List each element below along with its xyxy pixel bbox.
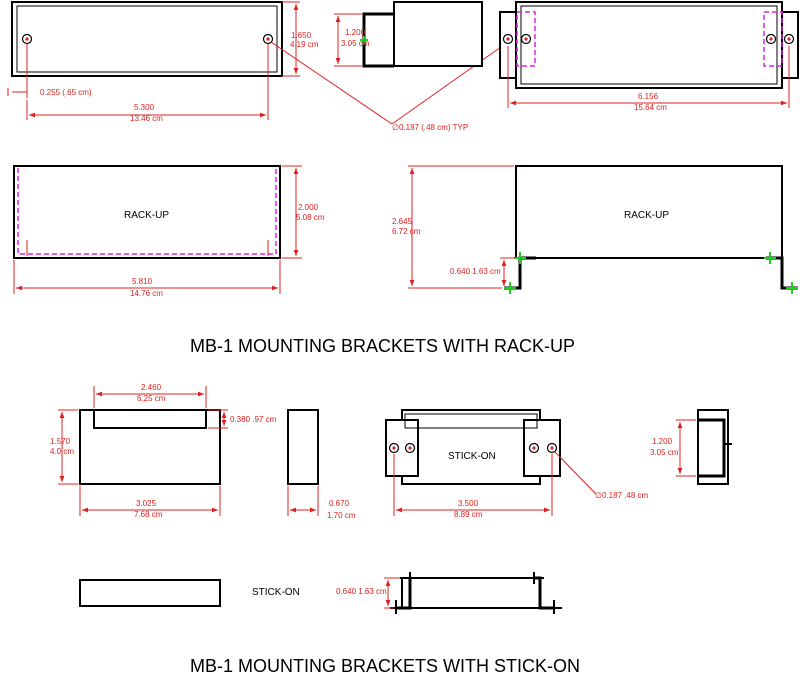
- stickon-notch: [93, 409, 207, 429]
- dim-front-width-cm: 14.76 cm: [130, 289, 163, 298]
- dim-overall-in: 6.156: [638, 92, 659, 101]
- dim-side-height-in: 2.645: [392, 217, 413, 226]
- dim-stick-end-in: 1.200: [652, 437, 673, 446]
- stickon-bracket-view: STICK-ON ∅0.187 .48 cm 3.500 8.89 cm: [385, 409, 649, 519]
- stickon-top-body: [401, 409, 541, 485]
- dim-bracket-cm: 8.89 cm: [454, 510, 483, 519]
- bracket-hole-2: [520, 33, 532, 45]
- rackup-front-panel: [13, 165, 281, 259]
- rackup-side-view: RACK-UP 2.645 6.72 cm 0.640 1.63 cm: [392, 165, 798, 294]
- bracket-hole-4: [783, 33, 795, 45]
- stickon-hole-2: [404, 442, 416, 454]
- hidden-bracket-right: [763, 11, 783, 67]
- stickon-plain-block: [79, 579, 221, 607]
- dim-front-height-cm: 5.08 cm: [296, 213, 325, 222]
- dim-height-cm: 4.19 cm: [290, 40, 319, 49]
- stickon-side-block: [287, 409, 319, 485]
- rackup-front-label: RACK-UP: [124, 210, 169, 221]
- dim-notch-depth: 0.380 .97 cm: [230, 415, 277, 424]
- rackup-front-view: RACK-UP 2.000 5.08 cm 5.810 14.76 cm: [13, 165, 325, 298]
- stickon-thickness-view: 0.670 1.70 cm: [287, 409, 356, 520]
- dim-stick-end-cm: 3.05 cm: [650, 448, 679, 457]
- dim-thick-cm: 1.70 cm: [327, 511, 356, 520]
- dim-rackup-foot: 0.640 1.63 cm: [450, 267, 501, 276]
- rackup-bracket-view: 6.156 15.64 cm: [499, 1, 799, 112]
- stickon-hole-3: [528, 442, 540, 454]
- rackup-top-view: 1.650 4.19 cm 0.255 (.65 cm) 5.300 13.46…: [7, 1, 319, 123]
- bracket-hole-1: [502, 33, 514, 45]
- rackup-plate-inner: [16, 5, 278, 73]
- dim-notch-cm: 6.25 cm: [137, 394, 166, 403]
- dim-stick-hole-dia: ∅0.187 .48 cm: [595, 491, 649, 500]
- dim-bracket-in: 3.500: [458, 499, 479, 508]
- dim-stick-width-in: 3.025: [136, 499, 157, 508]
- dim-hole-diameter: ∅0.187 (.48 cm) TYP: [392, 123, 468, 132]
- stickon-side-label: STICK-ON: [252, 587, 300, 598]
- rackup-body: [515, 1, 783, 89]
- dim-thick-in: 0.670: [329, 499, 350, 508]
- dim-front-height-in: 2.000: [298, 203, 319, 212]
- stickon-plain-view: STICK-ON: [79, 579, 300, 607]
- dim-stick-width-cm: 7.68 cm: [134, 510, 163, 519]
- stickon-bracket-profile: [698, 418, 726, 478]
- dim-stick-height-in: 1.570: [50, 437, 71, 446]
- rackup-plate-outer: [11, 1, 283, 77]
- stickon-top-label: STICK-ON: [448, 451, 496, 462]
- dim-stick-height-cm: 4.0 cm: [50, 447, 74, 456]
- rackup-end-block: [393, 1, 483, 67]
- stickon-mounted-body: [401, 577, 541, 609]
- dim-height-in: 1.650: [291, 31, 312, 40]
- dim-notch-in: 2.460: [141, 383, 162, 392]
- stickon-hole-4: [546, 442, 558, 454]
- dim-hole-span-cm: 13.46 cm: [130, 114, 163, 123]
- dim-overall-cm: 15.64 cm: [634, 103, 667, 112]
- dim-end-height-in: 1.200: [345, 28, 366, 37]
- rackup-side-label: RACK-UP: [624, 210, 669, 221]
- dim-hole-offset: 0.255 (.65 cm): [40, 88, 92, 97]
- dim-end-height-cm: 3.05 cm: [341, 39, 370, 48]
- rackup-side-panel: [515, 165, 783, 259]
- rackup-end-view: 1.200 3.05 cm: [334, 1, 483, 68]
- stickon-front-view: 2.460 6.25 cm 0.380 .97 cm 1.570 4.0 cm …: [50, 383, 277, 519]
- stickon-end-view: 1.200 3.05 cm: [650, 409, 732, 485]
- hidden-bracket-outline: [17, 168, 277, 255]
- stickon-mounted-side-view: 0.640 1.63 cm: [336, 572, 562, 614]
- mount-hole-left: [21, 33, 33, 45]
- rackup-caption: MB-1 MOUNTING BRACKETS WITH RACK-UP: [190, 336, 575, 356]
- hole-diameter-callout: ∅0.187 (.48 cm) TYP: [270, 41, 509, 132]
- dim-front-width-in: 5.810: [132, 277, 153, 286]
- dim-hole-span-in: 5.300: [134, 103, 155, 112]
- hidden-bracket-left: [516, 11, 536, 67]
- stickon-caption: MB-1 MOUNTING BRACKETS WITH STICK-ON: [190, 656, 580, 676]
- dim-stickon-foot: 0.640 1.63 cm: [336, 587, 387, 596]
- bracket-hole-3: [765, 33, 777, 45]
- stickon-hole-1: [388, 442, 400, 454]
- dim-side-height-cm: 6.72 cm: [392, 227, 421, 236]
- mount-hole-right: [262, 33, 274, 45]
